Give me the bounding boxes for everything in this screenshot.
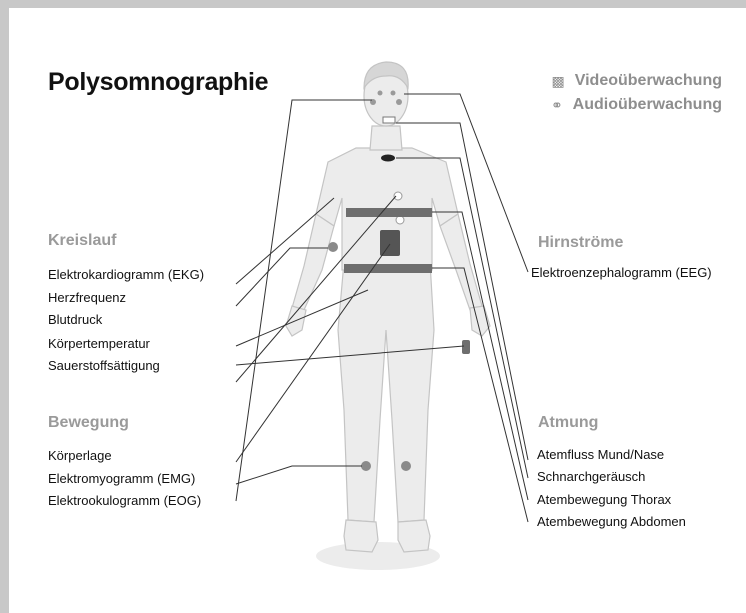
emg-leg-left [361,461,371,471]
oximeter-clip [462,340,470,354]
label-atemfluss: Atemfluss Mund/Nase [537,447,664,462]
label-koerpertemperatur: Körpertemperatur [48,336,150,351]
body-figure [286,62,490,552]
line-thorax [432,212,528,500]
ekg-electrode-lower [396,216,404,224]
airflow-sensor [383,117,395,123]
microphone-icon: ⚭ [551,97,563,114]
label-herzfrequenz: Herzfrequenz [48,290,126,305]
left-arm [292,214,334,310]
legend-video: ▩ Videoüberwachung [551,72,722,90]
section-heading-bewegung: Bewegung [48,414,129,432]
label-eeg: Elektroenzephalogramm (EEG) [531,265,712,280]
label-atembewegung-thorax: Atembewegung Thorax [537,492,671,507]
thorax-belt [346,208,432,217]
page-title: Polysomnographie [48,68,268,97]
line-emg [236,466,362,484]
neck [370,126,402,150]
right-shoe [398,520,430,552]
legend-audio-label: Audioüberwachung [573,96,722,114]
video-camera-icon: ▩ [551,73,564,90]
legend-audio: ⚭ Audioüberwachung [551,96,722,114]
emg-leg-right [401,461,411,471]
abdomen-belt [344,264,432,273]
legend-video-label: Videoüberwachung [575,72,722,90]
recording-device [380,230,400,256]
label-ekg: Elektrokardiogramm (EKG) [48,267,204,282]
label-sauerstoffsaettigung: Sauerstoffsättigung [48,358,160,373]
label-blutdruck: Blutdruck [48,312,102,327]
section-heading-atmung: Atmung [538,414,598,432]
ekg-electrode-upper [394,192,402,200]
snore-microphone [381,155,395,162]
section-heading-kreislauf: Kreislauf [48,232,116,250]
left-shoe [344,520,378,552]
trousers [338,262,434,522]
label-eog: Elektrookulogramm (EOG) [48,493,201,508]
eog-sensor-left [378,91,383,96]
eog-sensor-right [391,91,396,96]
right-arm [440,214,482,310]
label-atembewegung-abdomen: Atembewegung Abdomen [537,514,686,529]
label-koerperlage: Körperlage [48,448,112,463]
eeg-sensor-right [396,99,402,105]
blood-pressure-sensor [328,242,338,252]
label-emg: Elektromyogramm (EMG) [48,471,195,486]
label-schnarchgeraeusch: Schnarchgeräusch [537,469,645,484]
section-heading-hirnstroeme: Hirnströme [538,234,623,252]
